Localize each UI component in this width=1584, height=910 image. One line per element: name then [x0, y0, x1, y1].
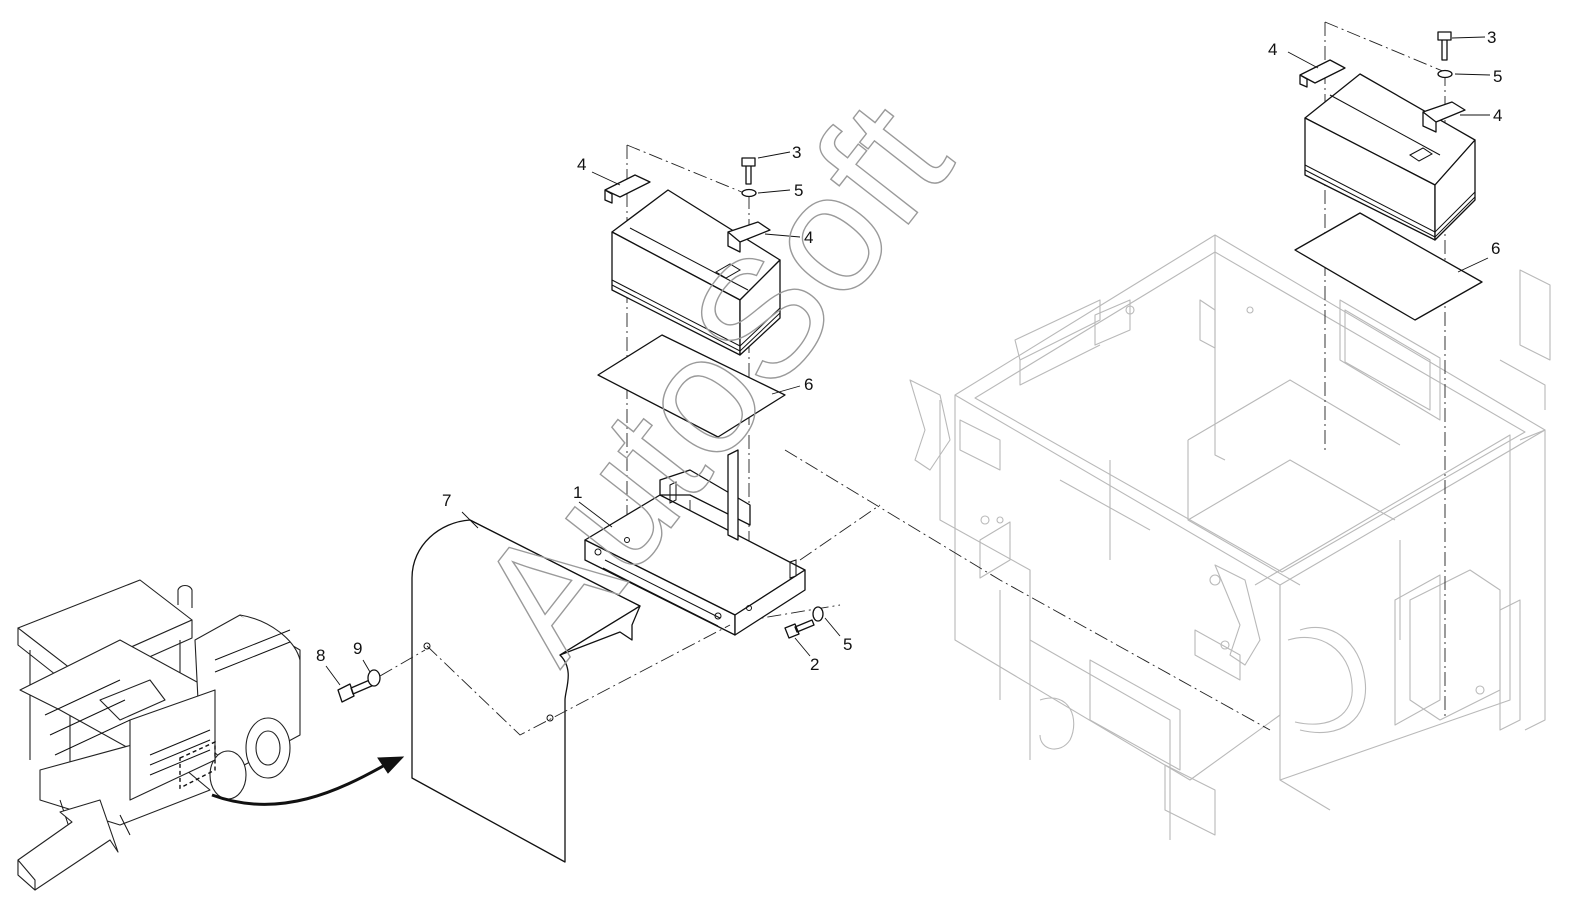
bolt [741, 157, 756, 185]
callout-6: 6 [804, 375, 813, 394]
hold-down-clamp [604, 174, 651, 204]
battery-cover [411, 519, 731, 863]
callout-5: 5 [1493, 67, 1502, 86]
battery-mat [597, 334, 786, 438]
battery-tray [584, 449, 806, 636]
callout-3: 3 [792, 143, 801, 162]
callout-9: 9 [353, 639, 362, 658]
leader-lines [325, 36, 1491, 686]
view-direction-arrow [17, 799, 119, 891]
hold-down-clamp [1299, 59, 1346, 88]
detail-arrowhead [377, 756, 405, 774]
left-battery-assembly [337, 144, 1271, 863]
callout-5: 5 [843, 635, 852, 654]
washer [367, 669, 381, 687]
callout-numbers: 1 2 3 3 4 4 4 4 5 5 5 6 6 7 8 9 [316, 28, 1502, 674]
washer [1437, 69, 1453, 79]
bolt [784, 619, 815, 639]
right-battery-assembly [1294, 21, 1483, 720]
washer [812, 606, 824, 622]
callout-8: 8 [316, 646, 325, 665]
bolt [1437, 31, 1452, 61]
hold-down-clamp [727, 221, 771, 253]
callout-4: 4 [804, 228, 813, 247]
callout-7: 7 [442, 491, 451, 510]
battery-left [611, 189, 781, 356]
paver-machine-overview [17, 579, 301, 891]
callout-4: 4 [1493, 106, 1502, 125]
callout-6: 6 [1491, 239, 1500, 258]
callout-4: 4 [577, 155, 586, 174]
chassis-frame [909, 234, 1551, 840]
battery-mat [1294, 212, 1483, 321]
detail-arrow [211, 763, 386, 806]
callout-2: 2 [810, 655, 819, 674]
callout-3: 3 [1487, 28, 1496, 47]
hold-down-clamp [1422, 101, 1466, 133]
battery-right [1304, 73, 1476, 241]
callout-5: 5 [794, 181, 803, 200]
callout-1: 1 [573, 483, 582, 502]
washer [741, 188, 757, 198]
callout-4: 4 [1268, 40, 1277, 59]
